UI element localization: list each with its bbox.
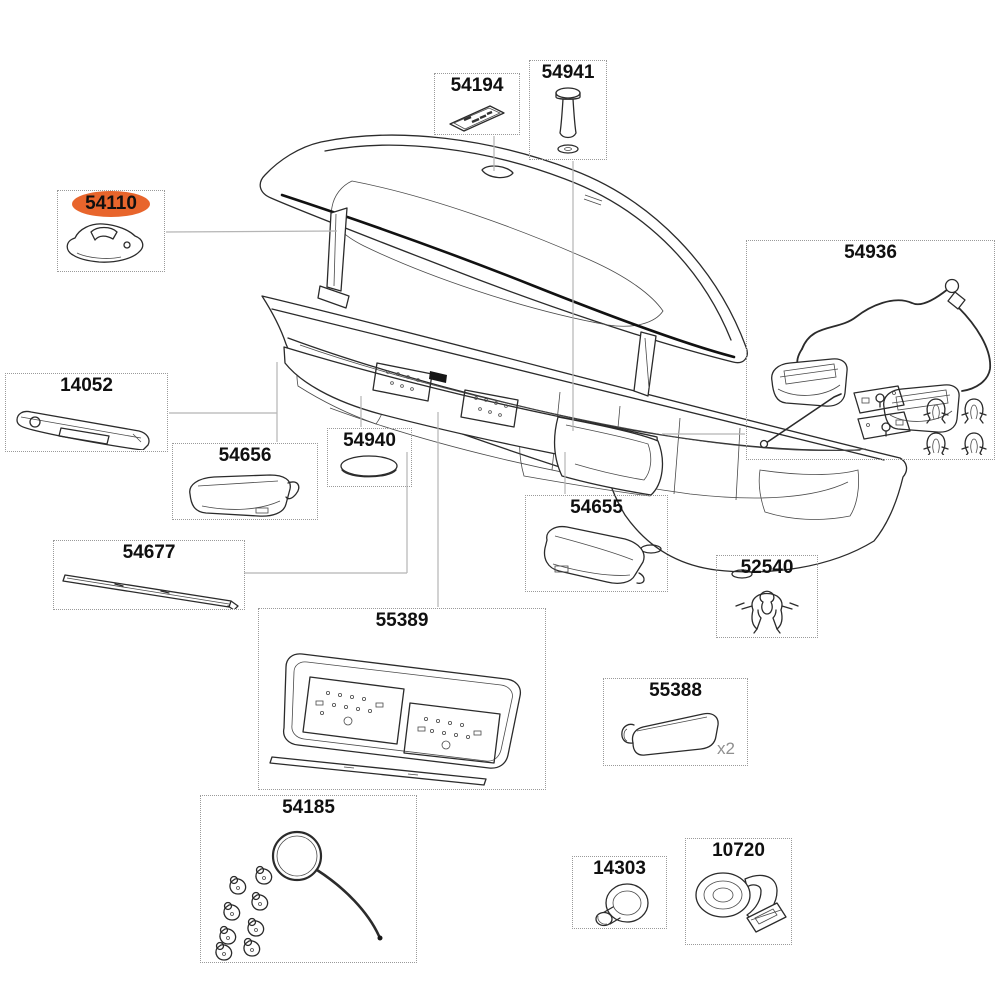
part-box-54941[interactable]: 54941	[529, 60, 607, 160]
handle-strip-icon	[16, 410, 150, 450]
part-box-55388[interactable]: 55388 x2	[603, 678, 748, 766]
highlight-ellipse: 54110	[72, 191, 150, 217]
part-box-52540[interactable]: 52540	[716, 555, 818, 638]
part-number: 55388	[649, 680, 702, 701]
part-box-54677[interactable]: 54677	[53, 540, 245, 610]
part-number: 55389	[375, 610, 429, 631]
part-number: 54940	[343, 430, 396, 451]
part-box-54656[interactable]: 54656	[172, 443, 318, 520]
part-number: 54677	[122, 542, 176, 563]
quantity-note: x2	[717, 739, 735, 758]
part-box-54655[interactable]: 54655	[525, 495, 668, 592]
lid-strut-drawing	[317, 207, 657, 397]
part-number: 14052	[60, 375, 113, 396]
end-cap-icon	[621, 712, 719, 756]
part-number: 54185	[282, 797, 335, 818]
corner-cover-right-icon	[543, 525, 645, 584]
part-number: 54194	[450, 75, 504, 96]
cable-clip-icon	[735, 590, 799, 634]
bumper-drawing	[283, 346, 664, 496]
part-box-54194[interactable]: 54194	[434, 73, 520, 135]
part-number: 10720	[712, 840, 765, 861]
part-box-55389[interactable]: 55389	[258, 608, 546, 790]
part-number: 54941	[541, 62, 595, 83]
number-plate-holder-icon	[269, 653, 522, 786]
part-box-14303[interactable]: 14303	[572, 856, 667, 929]
grommet-icon	[595, 883, 649, 927]
corner-cover-left-icon	[189, 474, 300, 517]
brand-badge-icon	[449, 105, 505, 132]
trim-strip-icon	[62, 574, 239, 609]
rear-light-wiring-kit-icon	[759, 278, 991, 455]
lid-hook-icon	[66, 223, 144, 263]
part-number: 54656	[218, 445, 272, 466]
part-number: 52540	[740, 557, 794, 578]
part-number-highlighted: 54110	[72, 191, 150, 217]
part-box-14052[interactable]: 14052	[5, 373, 168, 452]
part-box-10720[interactable]: 10720	[685, 838, 792, 945]
bolt-and-washer-icon	[555, 87, 581, 154]
part-number: 54655	[570, 497, 623, 518]
lid-drawing	[259, 134, 748, 364]
part-number: 14303	[593, 858, 646, 879]
oval-cap-icon	[340, 455, 398, 478]
strap-icon	[695, 872, 787, 933]
wire-loop-and-clips-icon	[215, 830, 383, 961]
part-box-54185[interactable]: 54185	[200, 795, 417, 963]
part-box-54936[interactable]: 54936	[746, 240, 995, 460]
part-box-54110[interactable]: 54110	[57, 190, 165, 272]
part-number: 54936	[844, 242, 897, 263]
part-box-54940[interactable]: 54940	[327, 428, 412, 487]
